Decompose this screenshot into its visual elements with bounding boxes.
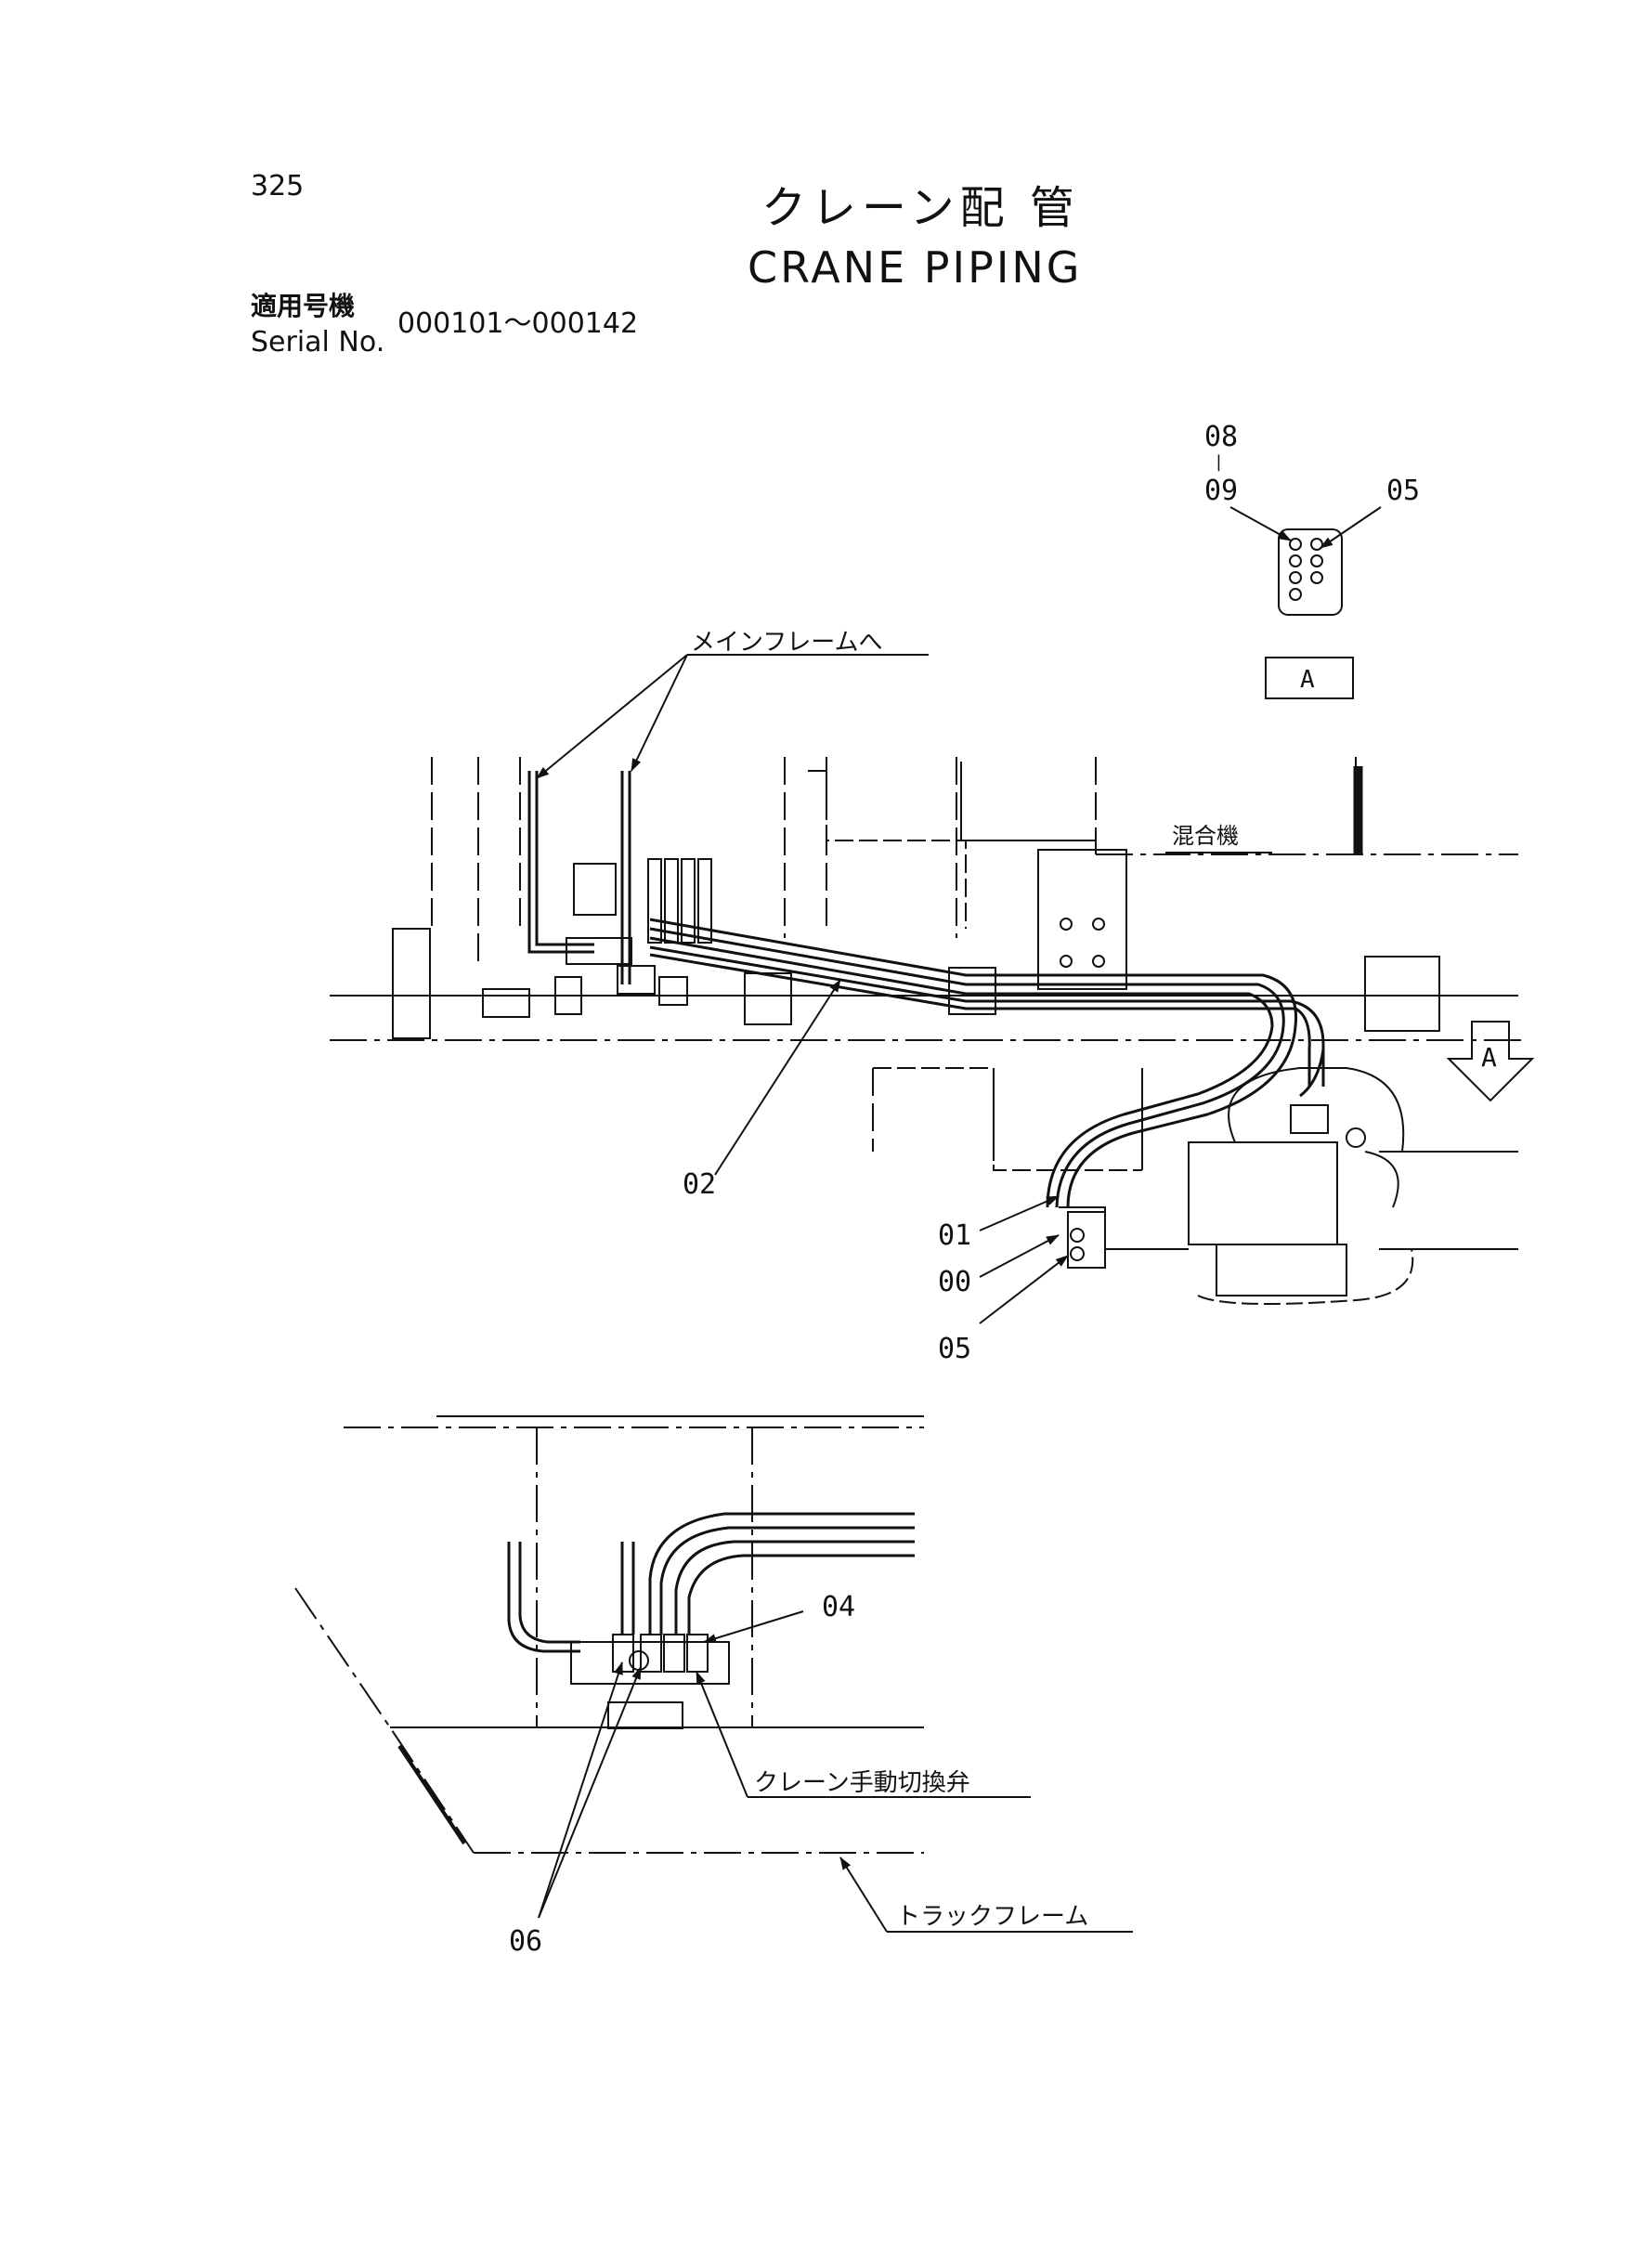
lower-frame-outline <box>294 1415 924 1854</box>
lower-hoses <box>507 1512 915 1653</box>
callout-09: 09 <box>1204 475 1238 507</box>
view-a-detail <box>1229 506 1382 699</box>
title-japanese: クレーン配 管 <box>761 182 1080 234</box>
callout-01: 01 <box>938 1219 971 1252</box>
view-a-arrow-label: A <box>1481 1042 1497 1073</box>
label-crane-manual-valve: クレーン手動切換弁 <box>754 1769 970 1797</box>
callout-02: 02 <box>683 1168 716 1201</box>
view-a-label: A <box>1300 666 1315 694</box>
callout-06: 06 <box>509 1925 542 1958</box>
label-mixer: 混合機 <box>1172 823 1239 849</box>
view-a-arrow <box>1446 1021 1535 1102</box>
leader-lines-lower <box>538 1610 1133 1933</box>
leader-lines-main <box>536 654 1272 1324</box>
callout-range-separator: | <box>1214 452 1224 472</box>
main-frame-outline <box>330 757 1523 1250</box>
riser-pipes <box>527 771 631 984</box>
label-to-main-frame: メインフレームへ <box>691 629 882 657</box>
serial-range: 000101～000142 <box>397 307 639 340</box>
serial-label-english: Serial No. <box>251 326 385 358</box>
callout-00: 00 <box>938 1266 971 1298</box>
hose-bundle <box>649 918 1325 1208</box>
label-track-frame: トラックフレーム <box>896 1903 1088 1931</box>
title-english: CRANE PIPING <box>748 242 1083 293</box>
callout-05-bottom: 05 <box>938 1333 971 1365</box>
serial-label-japanese: 適用号機 <box>251 291 356 321</box>
callout-04: 04 <box>822 1591 855 1623</box>
callout-05-top: 05 <box>1386 475 1420 507</box>
page-number: 325 <box>251 170 305 202</box>
callout-08: 08 <box>1204 421 1238 453</box>
cylinder-assembly <box>1059 1067 1414 1305</box>
